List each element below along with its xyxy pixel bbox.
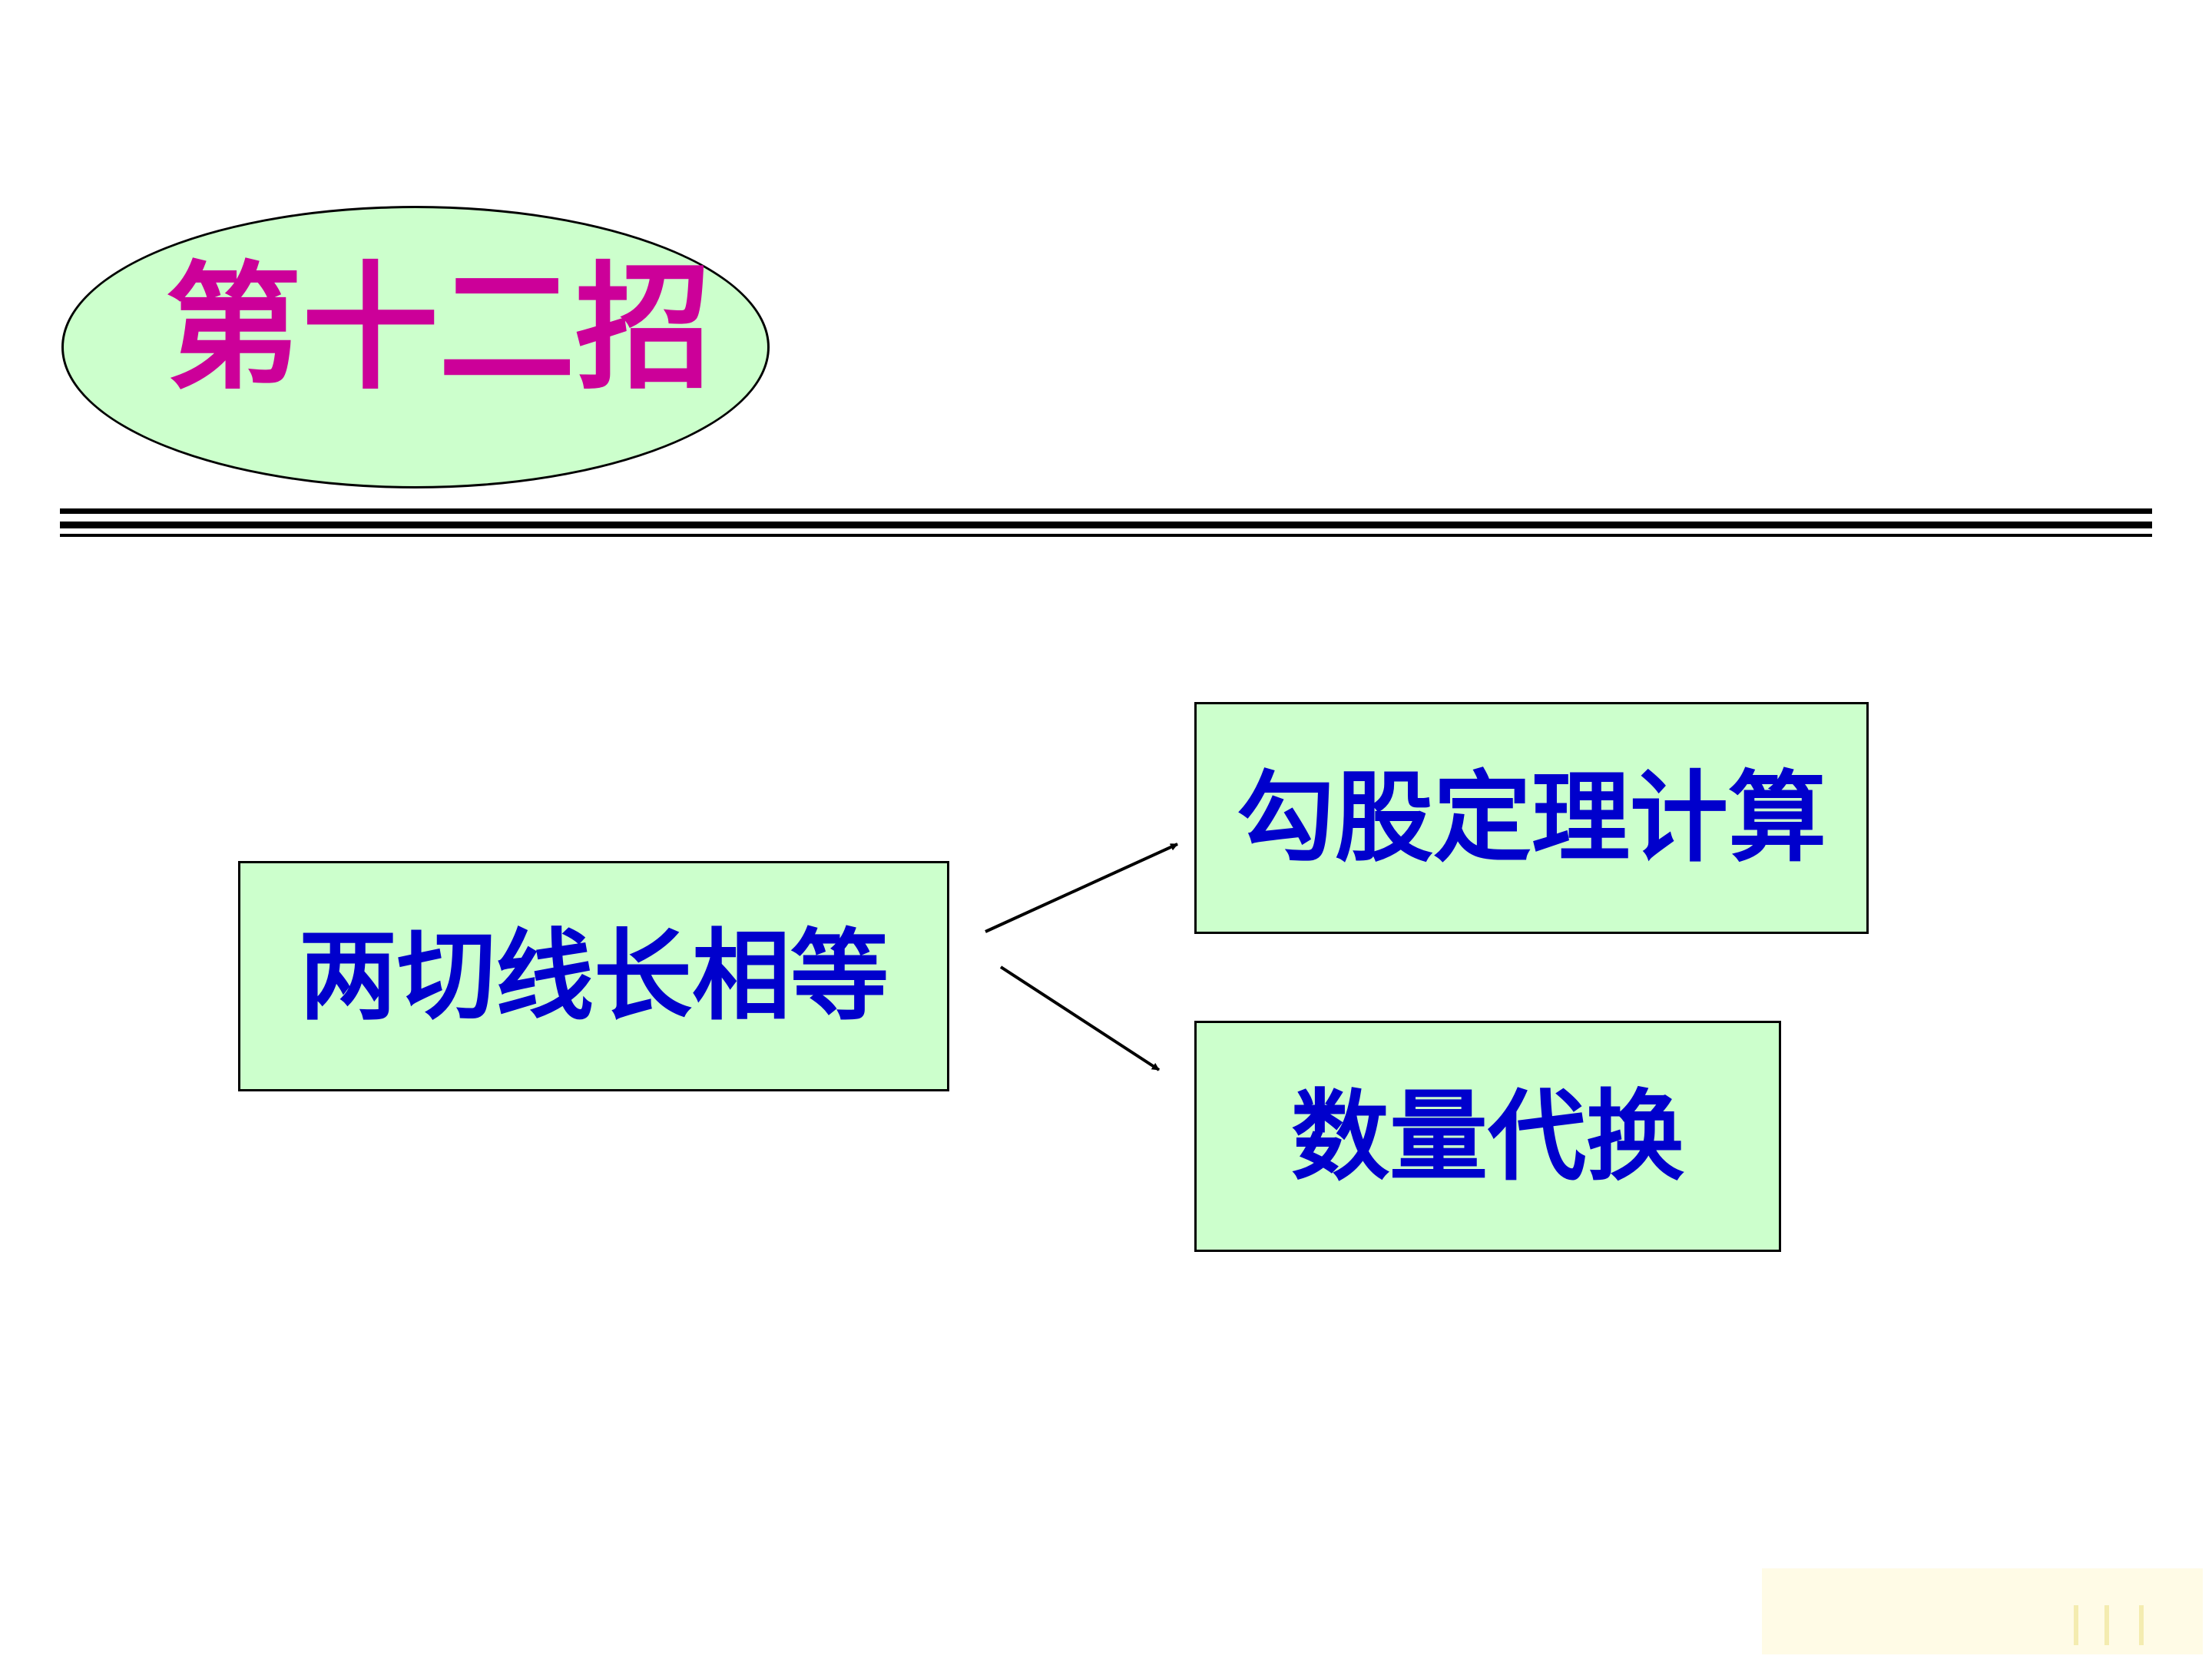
target-box-substitution: 数量代换 xyxy=(1194,1021,1781,1252)
source-label: 两切线长相等 xyxy=(298,919,889,1034)
arrow-to-pythagorean xyxy=(985,843,1178,933)
slide-title: 第十二招 xyxy=(165,247,712,408)
target-box-pythagorean: 勾股定理计算 xyxy=(1194,702,1869,934)
source-box: 两切线长相等 xyxy=(238,861,949,1091)
arrow-to-substitution xyxy=(999,965,1161,1071)
divider-line-top xyxy=(60,508,2152,514)
corner-watermark-mark xyxy=(2139,1605,2144,1645)
target-label-substitution: 数量代换 xyxy=(1290,1078,1684,1194)
target-label-pythagorean: 勾股定理计算 xyxy=(1236,760,1826,876)
divider-line-middle xyxy=(60,522,2152,528)
corner-watermark-mark xyxy=(2104,1605,2109,1645)
corner-watermark-patch xyxy=(1762,1568,2203,1654)
corner-watermark-mark xyxy=(2074,1605,2078,1645)
title-ellipse xyxy=(61,206,770,488)
divider-line-bottom xyxy=(60,534,2152,537)
